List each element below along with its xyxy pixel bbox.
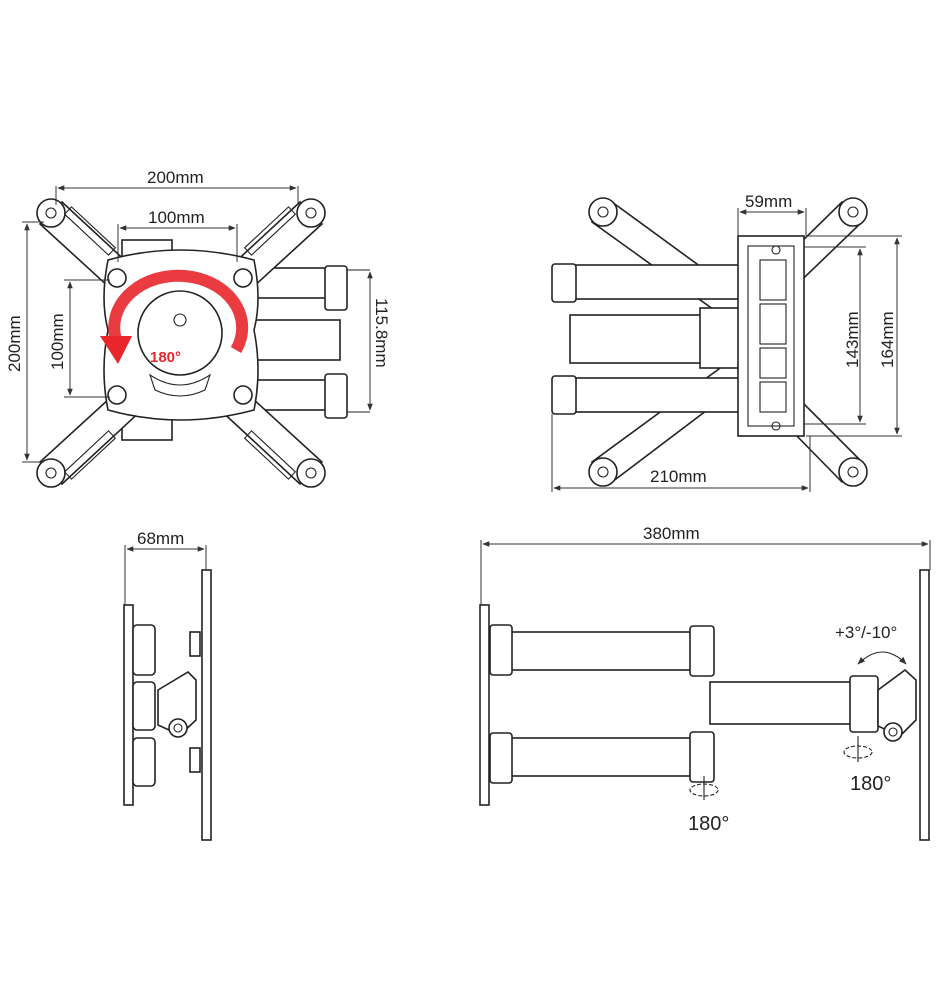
side-head-plate xyxy=(201,569,212,841)
top-tilt-label: +3°/-10° xyxy=(835,623,897,642)
side-wall-plate xyxy=(123,604,134,806)
front-arm-height-dimension: 115.8mm xyxy=(367,271,391,411)
back-plate-height-dimension: 164mm xyxy=(806,235,902,437)
front-view: 180° 200mm 100mm 200mm 100mm xyxy=(5,168,391,488)
top-head-plate xyxy=(919,569,930,841)
side-view: 68mm xyxy=(123,529,212,841)
front-height-label: 200mm xyxy=(5,315,24,372)
front-inner-width-label: 100mm xyxy=(148,208,205,227)
top-tilt-arrow xyxy=(857,651,907,665)
side-depth-label: 68mm xyxy=(137,529,184,548)
top-view: +3°/-10° 180° 180° 380mm xyxy=(479,524,931,841)
back-view: 59mm 143mm 164mm 210mm xyxy=(551,192,902,492)
front-width-label: 200mm xyxy=(147,168,204,187)
front-rotation-arrow: 180° xyxy=(100,269,249,366)
front-inner-width-dimension: 100mm xyxy=(117,208,238,262)
top-swivel-arm-label: 180° xyxy=(688,813,729,835)
top-extension-dimension: 380mm xyxy=(480,524,931,605)
back-head-plate xyxy=(737,235,805,437)
top-swivel-head-label: 180° xyxy=(850,773,891,795)
back-inner-height-label: 143mm xyxy=(843,311,862,368)
back-depth-label: 210mm xyxy=(650,467,707,486)
front-width-dimension: 200mm xyxy=(55,168,299,205)
back-arm xyxy=(551,263,746,415)
back-plate-width-dimension: 59mm xyxy=(737,192,807,236)
front-rotation-label: 180° xyxy=(150,349,181,366)
back-depth-dimension: 210mm xyxy=(551,414,811,492)
top-extension-label: 380mm xyxy=(643,524,700,543)
back-plate-width-label: 59mm xyxy=(745,192,792,211)
back-plate-height-label: 164mm xyxy=(878,311,897,368)
front-height-dimension: 200mm xyxy=(5,221,44,463)
side-depth-dimension: 68mm xyxy=(124,529,207,605)
front-arm-height-label: 115.8mm xyxy=(372,298,391,368)
top-wall-plate xyxy=(479,604,490,806)
back-inner-height-dimension: 143mm xyxy=(804,246,866,425)
front-inner-height-dimension: 100mm xyxy=(48,279,110,398)
front-inner-height-label: 100mm xyxy=(48,313,67,370)
